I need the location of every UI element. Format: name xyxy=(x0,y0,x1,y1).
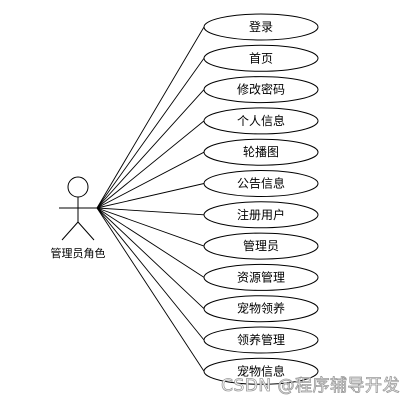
association-line xyxy=(96,207,205,278)
use-case: 修改密码 xyxy=(203,76,319,104)
actor-left-leg xyxy=(61,221,79,241)
use-case-label: 管理员 xyxy=(243,238,279,253)
association-line xyxy=(96,207,205,216)
use-case: 个人信息 xyxy=(203,107,319,135)
use-case-ellipse xyxy=(203,263,319,291)
association-line xyxy=(96,207,205,310)
use-case: 管理员 xyxy=(203,232,319,260)
association-line xyxy=(96,183,205,209)
association-line xyxy=(96,207,205,341)
actor-figure: 管理员角色 xyxy=(51,176,106,260)
use-case-ellipse xyxy=(203,138,319,166)
use-case-label: 登录 xyxy=(249,19,273,34)
use-case-ellipse xyxy=(203,357,319,385)
association-line xyxy=(96,151,205,209)
use-case-label: 修改密码 xyxy=(237,82,285,97)
use-case-label: 宠物领养 xyxy=(237,301,285,316)
use-case-label: 领养管理 xyxy=(237,332,285,347)
use-case-label: 公告信息 xyxy=(237,176,285,191)
use-case-ellipse xyxy=(203,107,319,135)
use-case: 公告信息 xyxy=(203,170,319,197)
use-case-ellipse xyxy=(203,76,319,104)
use-case: 宠物领养 xyxy=(203,295,319,323)
actor-right-leg xyxy=(77,221,95,241)
use-case-label: 轮播图 xyxy=(243,145,279,159)
use-case-ellipse xyxy=(203,295,319,323)
use-case-ellipse xyxy=(203,326,319,354)
association-line xyxy=(96,207,205,247)
use-case-label: 注册用户 xyxy=(237,207,285,222)
use-case: 资源管理 xyxy=(203,263,319,291)
use-case: 轮播图 xyxy=(203,138,319,166)
use-case: 首页 xyxy=(203,44,319,72)
use-case-ellipse xyxy=(203,170,319,197)
use-case: 注册用户 xyxy=(203,201,319,229)
association-line xyxy=(96,26,205,209)
actor-label: 管理员角色 xyxy=(51,246,106,260)
association-line xyxy=(96,120,205,209)
use-case-ellipse xyxy=(203,13,319,41)
use-case-ellipse xyxy=(203,201,319,229)
use-case-label: 宠物信息 xyxy=(237,363,285,378)
use-case: 登录 xyxy=(203,13,319,41)
actor-head xyxy=(67,176,89,198)
use-case-label: 资源管理 xyxy=(237,269,285,284)
use-case-label: 个人信息 xyxy=(237,113,285,128)
association-line xyxy=(96,58,205,209)
association-line xyxy=(96,207,205,372)
use-case-ellipse xyxy=(203,232,319,260)
watermark: CSDN @程序辅导开发 xyxy=(221,376,400,397)
use-case-label: 首页 xyxy=(249,51,273,65)
use-case-ellipse xyxy=(203,44,319,72)
use-case: 领养管理 xyxy=(203,326,319,354)
association-lines xyxy=(96,26,205,372)
association-line xyxy=(96,89,205,209)
use-case: 宠物信息 xyxy=(203,357,319,385)
use-case-list: 登录首页修改密码个人信息轮播图公告信息注册用户管理员资源管理宠物领养领养管理宠物… xyxy=(203,13,319,385)
